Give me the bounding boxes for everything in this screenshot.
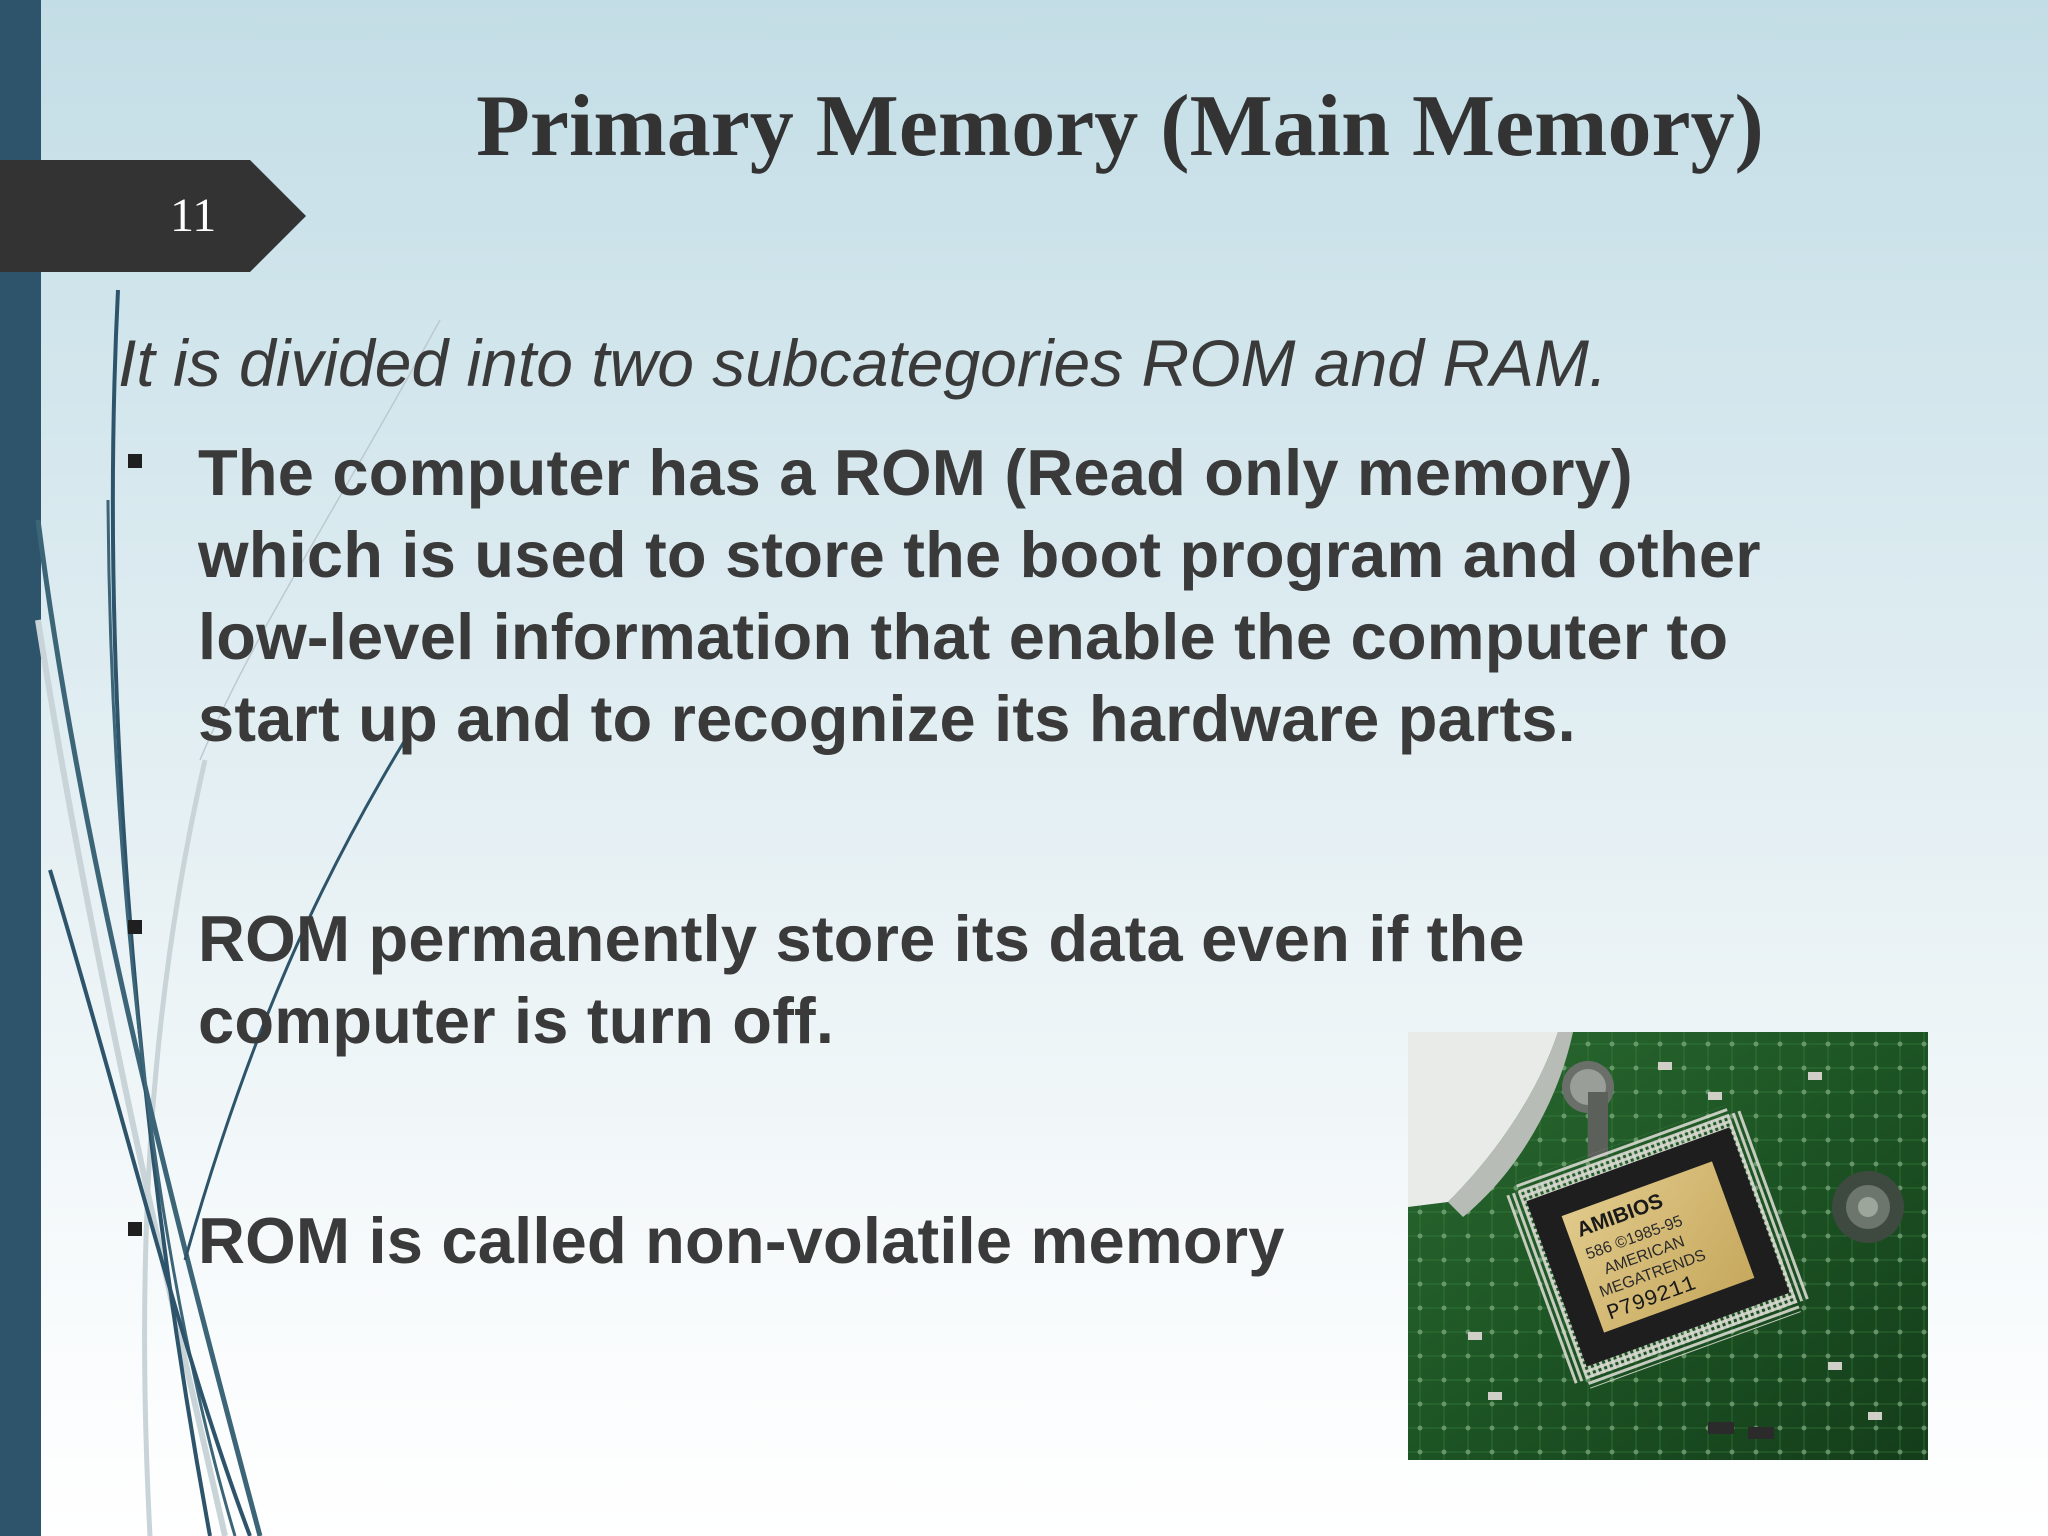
bullet-line: start up and to recognize its hardware p… bbox=[198, 682, 1576, 755]
slide-subtitle: It is divided into two subcategories ROM… bbox=[118, 326, 1608, 400]
bullet-text-rom-permanent: ROM permanently store its data even if t… bbox=[198, 898, 1918, 1062]
bullet-marker bbox=[128, 1222, 142, 1236]
rom-chip-photo: AMIBIOS 586 ©1985-95 AMERICAN MEGATRENDS… bbox=[1408, 1032, 1928, 1460]
bullet-line: ROM permanently store its data even if t… bbox=[198, 902, 1525, 975]
bullet-line: low-level information that enable the co… bbox=[198, 600, 1729, 673]
bullet-line: The computer has a ROM (Read only memory… bbox=[198, 436, 1633, 509]
bullet-text-rom-nonvolatile: ROM is called non-volatile memory bbox=[198, 1200, 1918, 1282]
bullet-marker bbox=[128, 920, 142, 934]
bullet-line: which is used to store the boot program … bbox=[198, 518, 1761, 591]
slide-number-tab bbox=[0, 160, 306, 272]
bullet-line: ROM is called non-volatile memory bbox=[198, 1204, 1285, 1277]
slide-title: Primary Memory (Main Memory) bbox=[476, 78, 1764, 175]
bullet-line: computer is turn off. bbox=[198, 984, 835, 1057]
slide-number: 11 bbox=[170, 189, 217, 242]
bullet-text-rom-description: The computer has a ROM (Read only memory… bbox=[198, 432, 1918, 760]
bullet-marker bbox=[128, 454, 142, 468]
